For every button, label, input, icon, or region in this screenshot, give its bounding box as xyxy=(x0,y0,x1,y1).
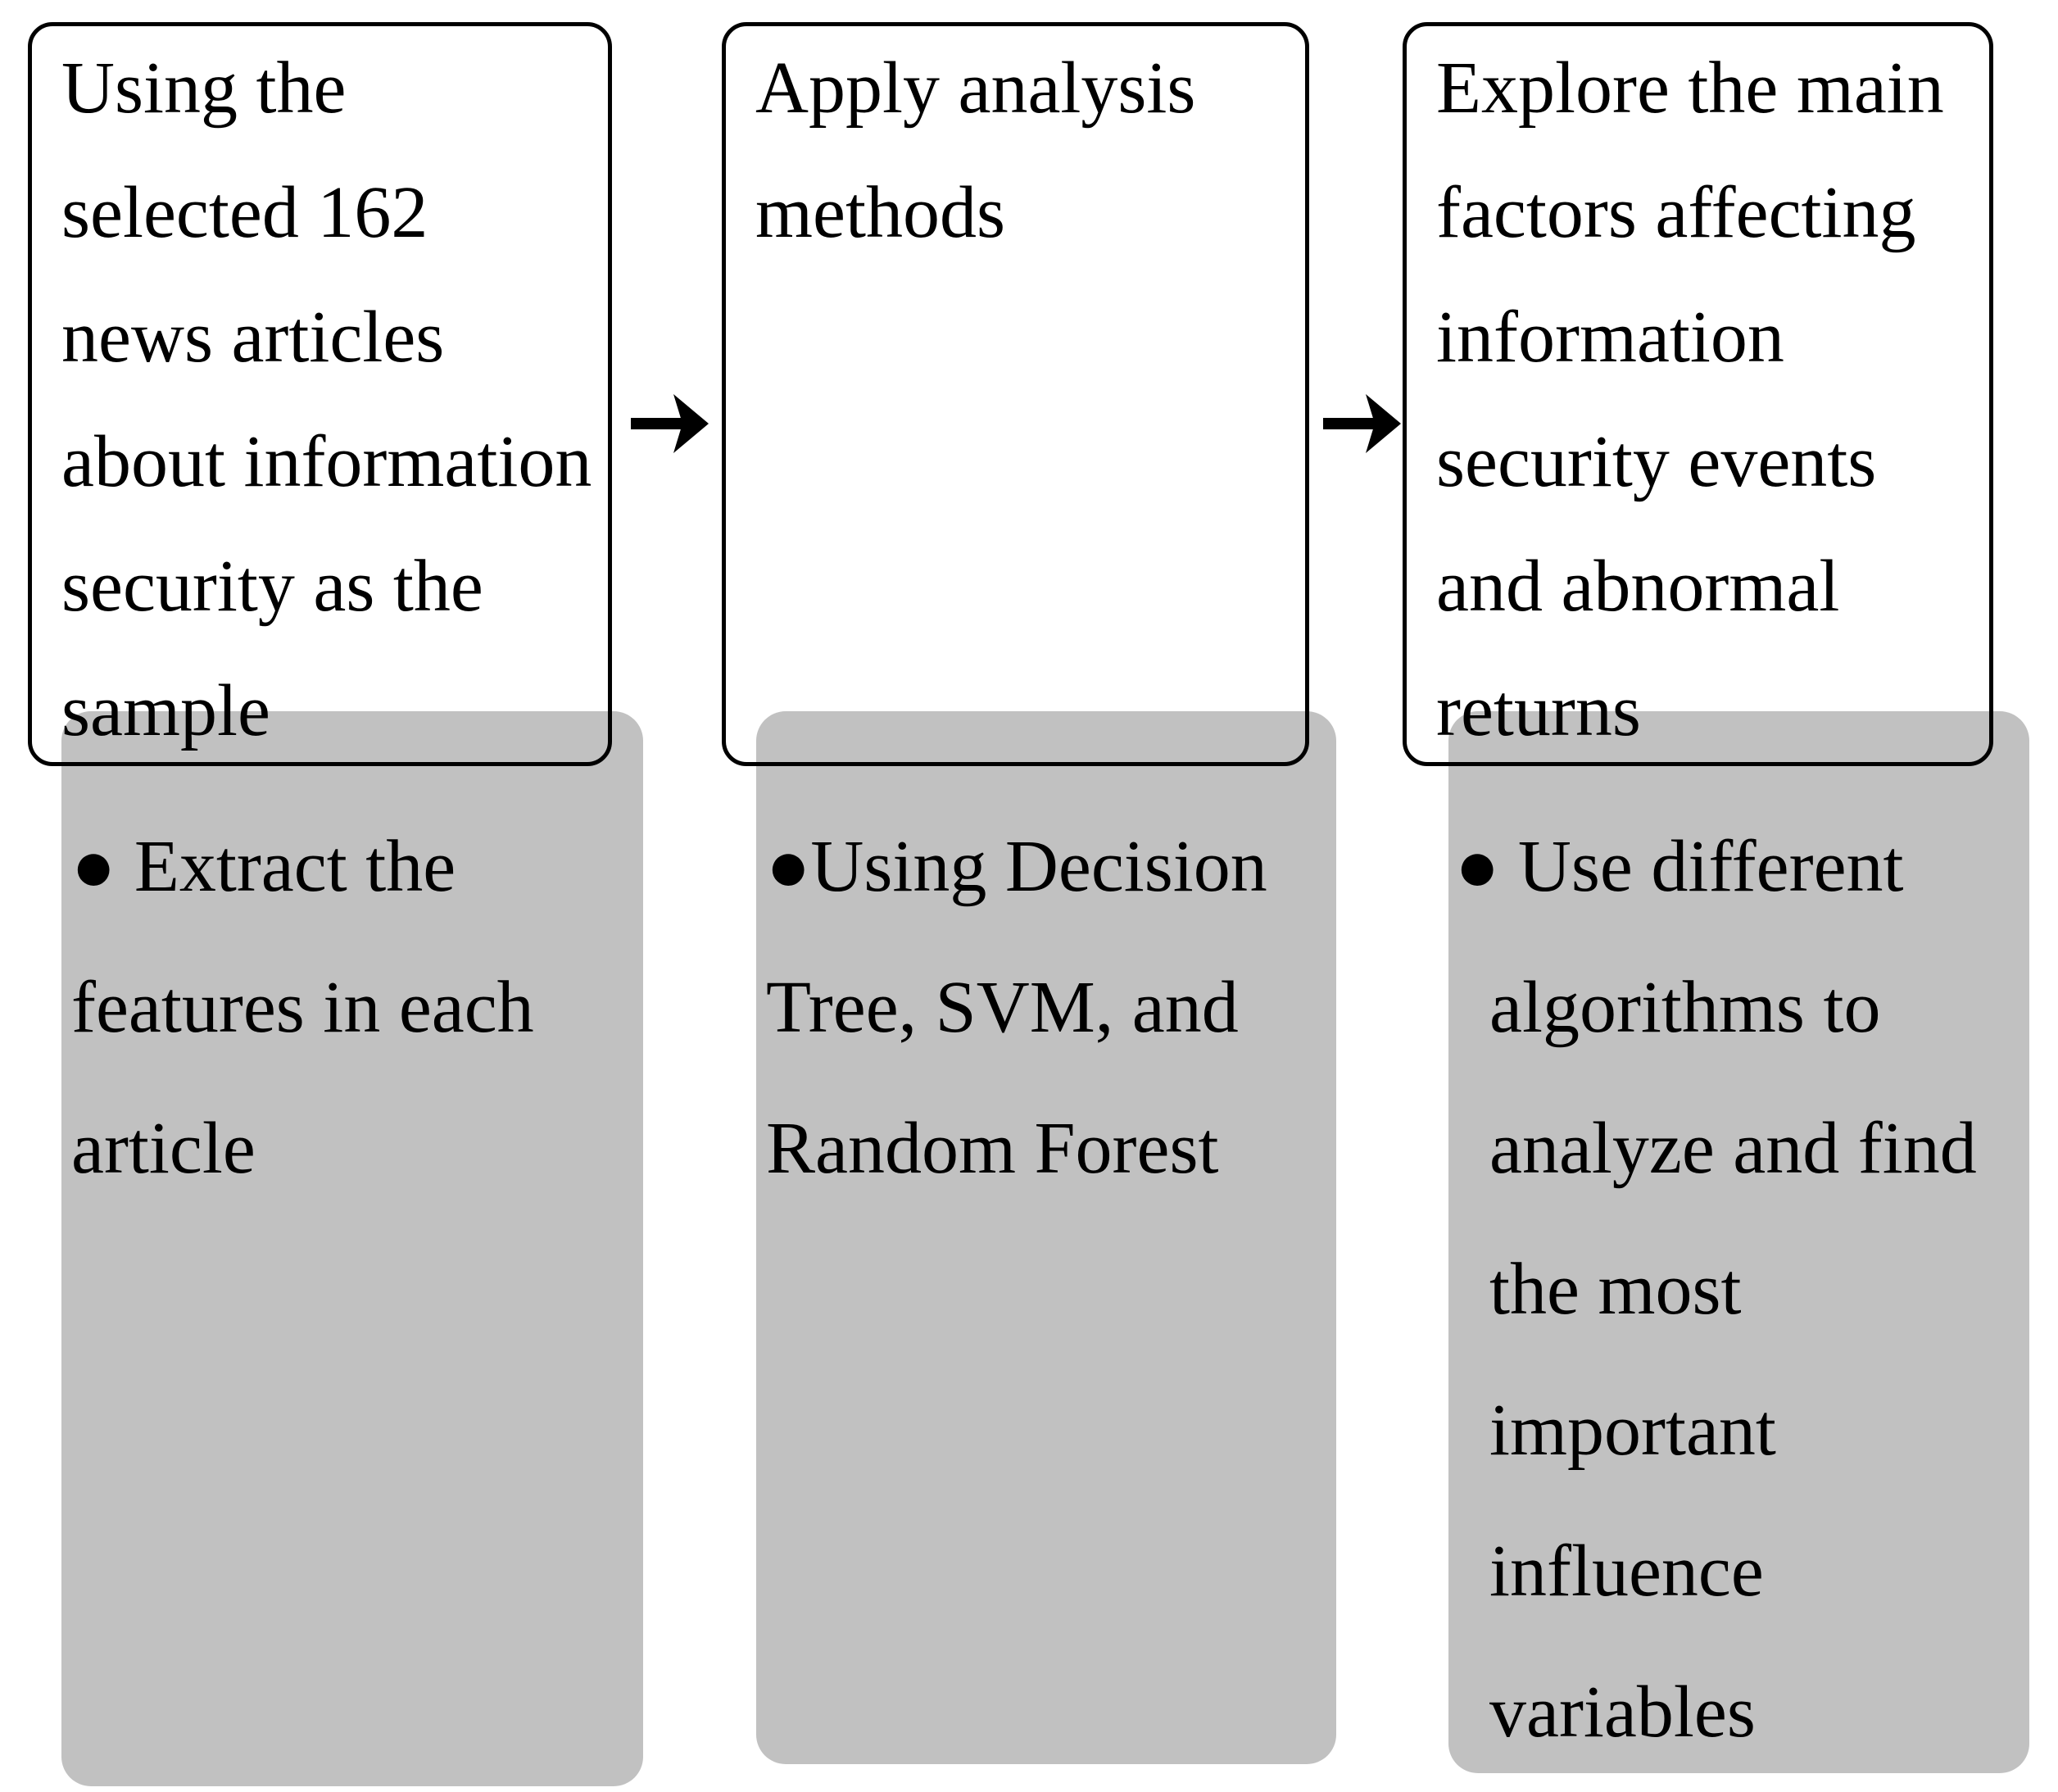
right-arrow-icon xyxy=(631,394,709,453)
stage-2-detail-note: ●Using Decision Tree, SVM, and Random Fo… xyxy=(756,711,1336,1764)
stage-1-description-box: Using the selected 162 news articles abo… xyxy=(28,22,612,766)
right-arrow-icon xyxy=(1323,394,1401,453)
stage-3-description-box: Explore the main factors affecting infor… xyxy=(1403,22,1993,766)
stage-1-detail-note: ● Extract the features in each article xyxy=(61,711,643,1786)
stage-3-detail-note: ● Use different algorithms to analyze an… xyxy=(1448,711,2029,1773)
stage-2-description-box: Apply analysis methods xyxy=(722,22,1309,766)
